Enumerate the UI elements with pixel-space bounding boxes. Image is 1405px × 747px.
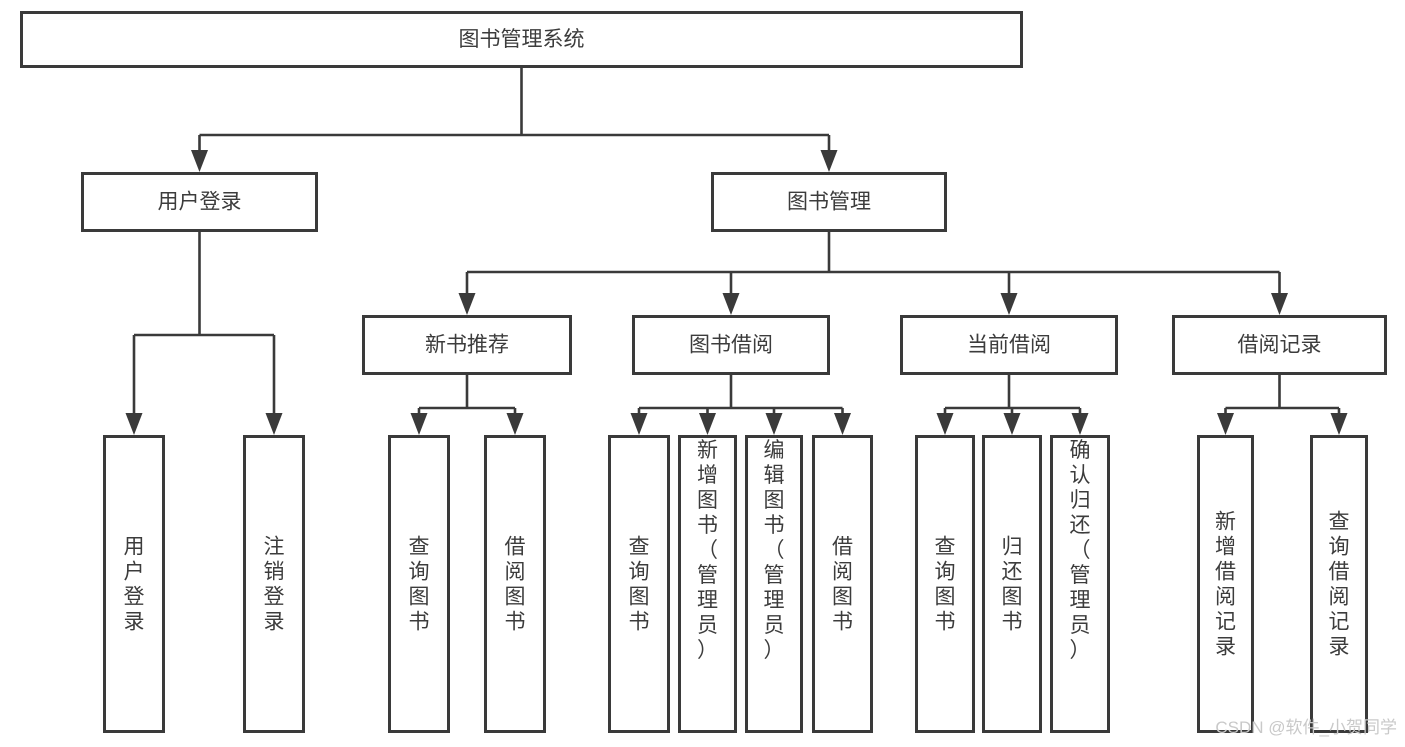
connector-arrowhead — [1071, 413, 1089, 435]
node-box — [103, 435, 165, 733]
node-leaf-query-record[interactable]: 查询借阅记录 — [1310, 435, 1368, 733]
node-leaf-confirm-return[interactable]: 确认归还（管理员） — [1050, 435, 1110, 733]
node-leaf-query-book-a[interactable]: 查询图书 — [388, 435, 450, 733]
node-leaf-edit-book[interactable]: 编辑图书（管理员） — [745, 435, 803, 733]
node-current-borrow[interactable]: 当前借阅 — [900, 315, 1118, 375]
node-user-login[interactable]: 用户登录 — [81, 172, 318, 232]
connector-arrowhead — [630, 413, 648, 435]
node-box — [484, 435, 546, 733]
node-label: 查询借阅记录 — [1329, 511, 1350, 659]
node-box — [1172, 315, 1387, 375]
node-leaf-borrow-book-a[interactable]: 借阅图书 — [484, 435, 546, 733]
connector-arrowhead — [125, 413, 143, 435]
node-box — [915, 435, 975, 733]
node-book-manage[interactable]: 图书管理 — [711, 172, 947, 232]
node-box — [982, 435, 1042, 733]
node-box — [243, 435, 305, 733]
node-root[interactable]: 图书管理系统 — [20, 11, 1023, 68]
connector-arrowhead — [765, 413, 783, 435]
connector-arrowhead — [834, 413, 851, 435]
node-leaf-borrow-book-b[interactable]: 借阅图书 — [812, 435, 873, 733]
node-box — [388, 435, 450, 733]
node-label: 新书推荐 — [425, 334, 509, 357]
connector-arrowhead — [1217, 413, 1234, 435]
node-book-borrow[interactable]: 图书借阅 — [632, 315, 830, 375]
node-label: 借阅记录 — [1238, 334, 1322, 357]
node-label: 新增图书（管理员） — [697, 439, 718, 662]
node-box — [81, 172, 318, 232]
node-leaf-user-login[interactable]: 用户登录 — [103, 435, 165, 733]
node-label: 编辑图书（管理员） — [764, 439, 785, 662]
node-box — [812, 435, 873, 733]
connector-layer — [125, 68, 1348, 435]
connector-arrowhead — [1000, 293, 1018, 315]
connector-group-book_manage — [458, 232, 1288, 315]
node-label: 查询图书 — [629, 536, 650, 634]
node-box — [900, 315, 1118, 375]
node-box — [745, 435, 803, 733]
node-box — [608, 435, 670, 733]
node-box — [711, 172, 947, 232]
connector-arrowhead — [458, 293, 476, 315]
node-leaf-query-book-c[interactable]: 查询图书 — [915, 435, 975, 733]
node-label: 当前借阅 — [967, 334, 1051, 357]
node-box — [1310, 435, 1368, 733]
node-leaf-query-book-b[interactable]: 查询图书 — [608, 435, 670, 733]
node-label: 借阅图书 — [505, 536, 526, 634]
node-borrow-record[interactable]: 借阅记录 — [1172, 315, 1387, 375]
connector-arrowhead — [191, 150, 208, 172]
node-box — [20, 11, 1023, 68]
node-layer: 图书管理系统用户登录图书管理新书推荐图书借阅当前借阅借阅记录用户登录注销登录查询… — [20, 11, 1387, 733]
node-box — [632, 315, 830, 375]
connector-group-user_login — [125, 232, 283, 435]
node-box — [1050, 435, 1110, 733]
node-label: 用户登录 — [158, 191, 242, 214]
connector-arrowhead — [1271, 293, 1288, 315]
node-label: 确认归还（管理员） — [1070, 439, 1091, 662]
connector-arrowhead — [1330, 413, 1348, 435]
node-label: 用户登录 — [124, 536, 145, 634]
connector-arrowhead — [1003, 413, 1021, 435]
node-leaf-add-record[interactable]: 新增借阅记录 — [1197, 435, 1254, 733]
node-leaf-return-book[interactable]: 归还图书 — [982, 435, 1042, 733]
node-leaf-add-book[interactable]: 新增图书（管理员） — [678, 435, 737, 733]
node-label: 查询图书 — [935, 536, 956, 634]
node-label: 归还图书 — [1002, 536, 1023, 634]
node-label: 图书借阅 — [689, 334, 773, 357]
connector-arrowhead — [506, 413, 524, 435]
node-leaf-logout[interactable]: 注销登录 — [243, 435, 305, 733]
node-label: 查询图书 — [409, 536, 430, 634]
node-box — [1197, 435, 1254, 733]
node-label: 借阅图书 — [832, 536, 853, 634]
node-new-book-rec[interactable]: 新书推荐 — [362, 315, 572, 375]
connector-group-borrow_record — [1217, 375, 1348, 435]
connector-arrowhead — [265, 413, 283, 435]
node-label: 图书管理系统 — [459, 28, 585, 51]
csdn-watermark: CSDN @软件_小贺同学 — [1215, 718, 1397, 737]
connector-arrowhead — [699, 413, 716, 435]
node-box — [678, 435, 737, 733]
connector-group-root — [191, 68, 838, 172]
connector-group-new_book_rec — [410, 375, 524, 435]
connector-arrowhead — [410, 413, 428, 435]
connector-group-book_borrow — [630, 375, 851, 435]
connector-arrowhead — [936, 413, 954, 435]
connector-group-current_borrow — [936, 375, 1089, 435]
connector-arrowhead — [820, 150, 838, 172]
connector-arrowhead — [722, 293, 740, 315]
node-box — [362, 315, 572, 375]
node-label: 图书管理 — [787, 191, 871, 214]
node-label: 注销登录 — [264, 536, 285, 634]
node-label: 新增借阅记录 — [1215, 511, 1236, 659]
